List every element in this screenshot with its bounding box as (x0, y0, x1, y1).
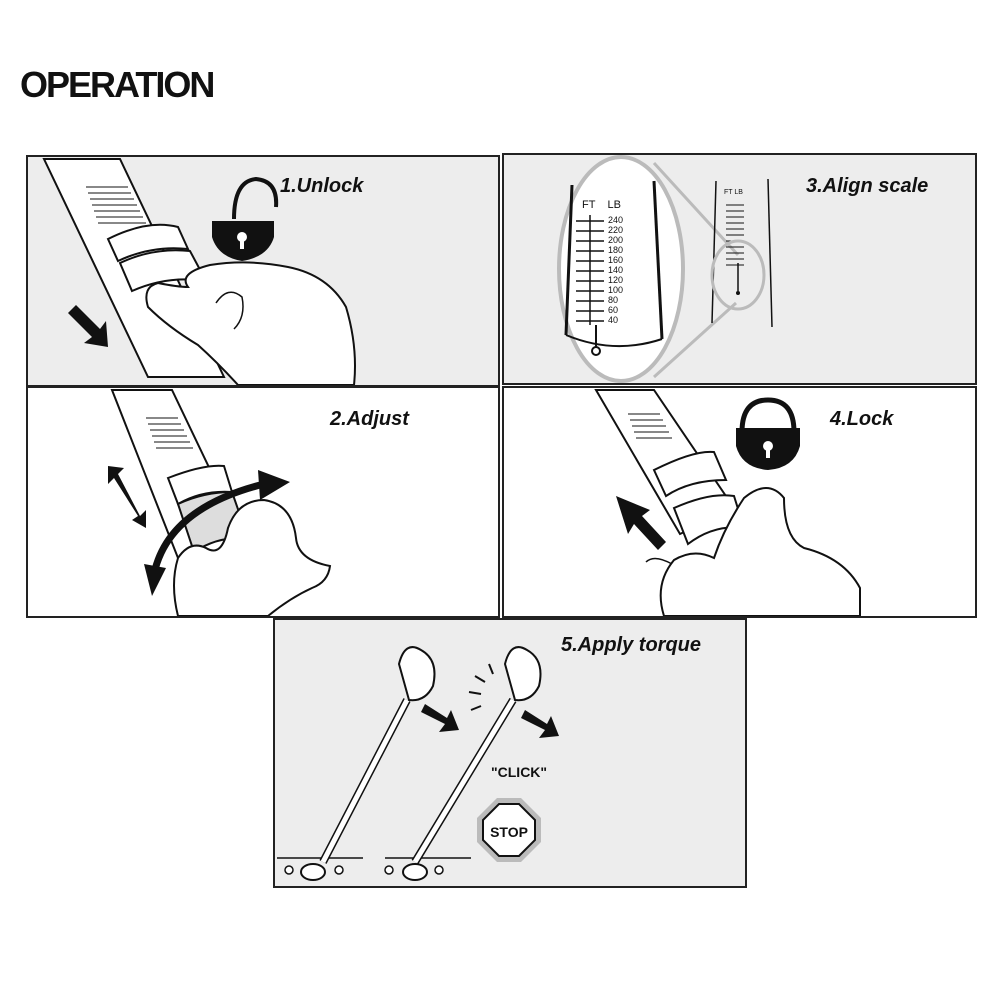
adjust-arrows-icon (108, 466, 146, 528)
step-unlock-panel: 1.Unlock (26, 155, 500, 387)
locked-padlock-icon (736, 397, 800, 470)
direction-arrow-icon (68, 305, 108, 347)
lock-illustration (594, 389, 861, 616)
step-label: 3.Align scale (806, 175, 929, 197)
direction-arrow-icon (521, 710, 559, 738)
step-adjust-panel: 2.Adjust (26, 386, 500, 618)
small-unit-lb: LB (734, 189, 743, 196)
adjust-illustration (108, 389, 332, 616)
click-text: "CLICK" (491, 764, 548, 780)
apply-torque-illustration (277, 646, 559, 881)
page-title: OPERATION (20, 64, 215, 105)
unlocked-padlock-icon (212, 176, 279, 261)
unit-lb-label: LB (607, 199, 621, 211)
step-lock-panel: 4.Lock (502, 386, 977, 618)
step-label: 1.Unlock (280, 175, 364, 197)
step-label: 5.Apply torque (561, 634, 702, 656)
direction-arrow-icon (421, 704, 459, 732)
click-rays-icon (468, 663, 494, 711)
small-unit-ft: FT (724, 189, 733, 196)
stop-sign-icon (477, 798, 541, 862)
align-scale-illustration (557, 155, 773, 383)
rotate-arrow-icon (258, 470, 290, 500)
step-label: 4.Lock (830, 408, 894, 430)
direction-arrow-icon (616, 496, 666, 550)
step-apply-torque-panel: "CLICK" STOP 5.Apply torque (273, 618, 747, 888)
stop-text: STOP (490, 824, 528, 840)
unlock-illustration (42, 158, 356, 385)
unit-ft-label: FT (582, 199, 596, 211)
step-label: 2.Adjust (330, 408, 409, 430)
